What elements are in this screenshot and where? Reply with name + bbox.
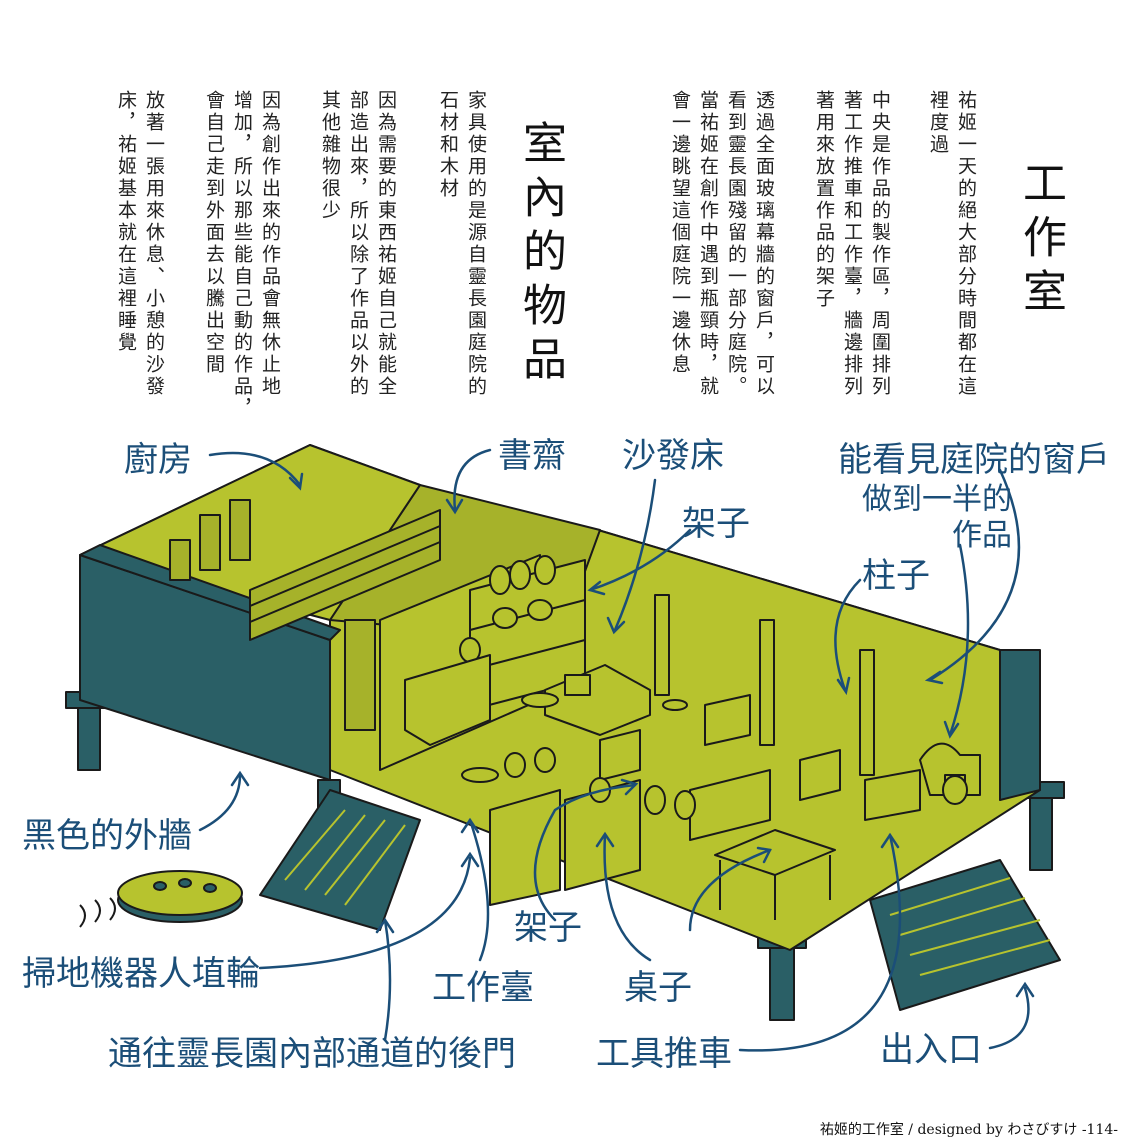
label-robot-vacuum: 掃地機器人埴輪: [22, 954, 260, 994]
workshop-text-col: 中央是作品的製作區，周圍排列: [869, 90, 891, 398]
workshop-text-col: 著用來放置作品的架子: [813, 90, 835, 310]
label-arrows: [198, 448, 1035, 1052]
workshop-text-col: 會一邊眺望這個庭院一邊休息: [669, 90, 691, 376]
interior-text-col: 石材和木材: [437, 90, 459, 200]
label-tool-cart: 工具推車: [596, 1034, 732, 1074]
entrance-stairs: [869, 859, 1061, 1011]
workshop-columns: [654, 594, 875, 776]
label-kitchen: 廚房: [124, 440, 192, 480]
low-cabinet: [404, 654, 491, 746]
workshop-text-col: 看到靈長園殘留的一部分庭院。: [725, 90, 747, 398]
label-table: 桌子: [624, 968, 692, 1008]
interior-text-col: 家具使用的是源自靈長園庭院的: [465, 90, 487, 398]
workshop-text-col: 祐姬一天的絕大部分時間都在這: [955, 90, 977, 398]
label-entrance: 出入口: [880, 1030, 982, 1070]
workshop-title: 工作室: [1015, 160, 1066, 322]
label-shelf-bottom: 架子: [514, 908, 582, 948]
interior-text-col: 部造出來，所以除了作品以外的: [347, 90, 369, 398]
robot-vacuum-icon: [79, 870, 243, 928]
interior-text-col: 會自己走到外面去以騰出空間: [203, 90, 225, 376]
label-garden-window: 能看見庭院的窗戶: [838, 440, 1110, 480]
pottery: [504, 747, 696, 820]
workshop-text-col: 裡度過: [927, 90, 949, 156]
label-half-done: 做到一半的 作品: [862, 482, 1012, 553]
label-study: 書齋: [498, 436, 566, 476]
floor-robot: [461, 767, 499, 783]
label-pillar: 柱子: [862, 556, 930, 596]
workshop-illustration: [65, 444, 1065, 1052]
right-wall-edge: [999, 649, 1041, 801]
interior-text-col: 因為需要的東西祐姬自己就能全: [375, 90, 397, 398]
interior-text-col: 床，祐姬基本就在這裡睡覺: [115, 90, 137, 354]
page-footer: 祐姬的工作室 / designed by わさびすけ -114-: [819, 1122, 1118, 1138]
interior-text-col: 增加，所以那些能自己動的作品，: [231, 90, 253, 420]
label-workbench: 工作臺: [432, 968, 534, 1008]
workshop-furniture: [489, 692, 921, 920]
back-door-stairs: [259, 789, 421, 931]
workshop-text-col: 著工作推車和工作臺，牆邊排列: [841, 90, 863, 398]
workshop-text-col: 透過全面玻璃幕牆的窗戶，可以: [753, 90, 775, 398]
half-done-sculpture: [919, 742, 981, 805]
interior-text-col: 放著一張用來休息、小憩的沙發: [143, 90, 165, 398]
label-black-wall: 黑色的外牆: [22, 816, 192, 856]
label-sofa-bed: 沙發床: [622, 436, 724, 476]
workshop-text-col: 當祐姬在創作中遇到瓶頸時，就: [697, 90, 719, 398]
interior-title: 室內的物品: [515, 120, 566, 390]
label-back-door: 通往靈長園內部通道的後門: [108, 1034, 516, 1074]
study-bookshelves: [169, 499, 441, 731]
sofa-bed: [544, 664, 651, 736]
interior-text-col: 因為創作出來的作品會無休止地: [259, 90, 281, 398]
label-shelf-top: 架子: [682, 504, 750, 544]
interior-text-col: 其他雜物很少: [319, 90, 341, 222]
